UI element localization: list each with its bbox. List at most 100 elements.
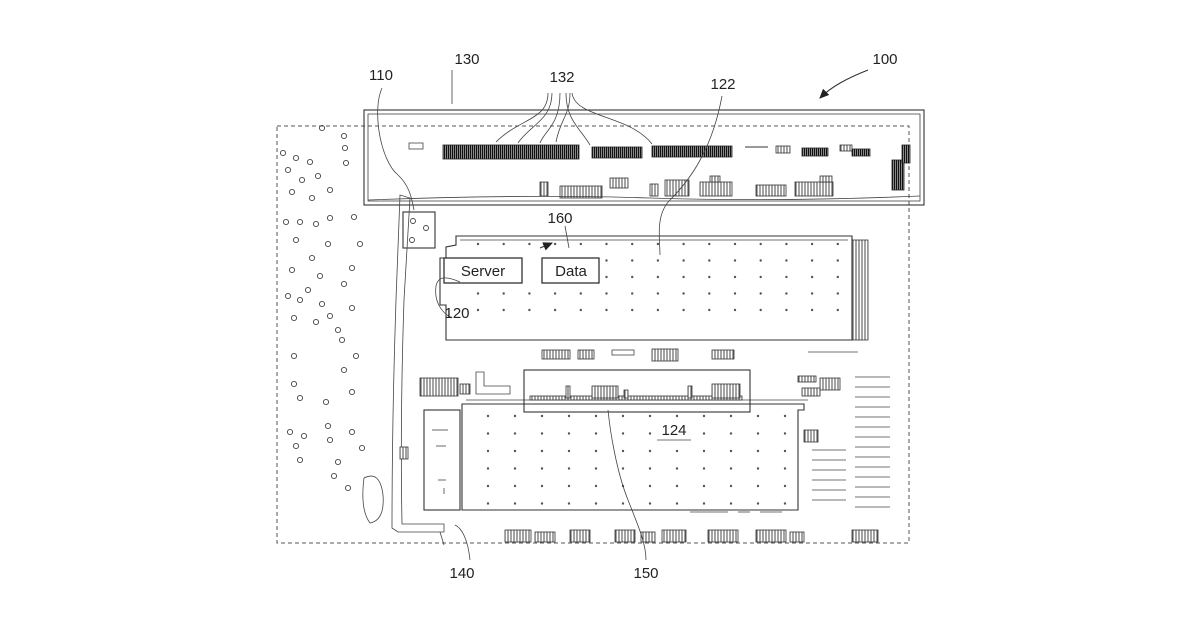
tree-symbol [349,305,354,310]
column-dot [682,243,684,245]
tree-symbol [289,267,294,272]
tree-symbol [342,145,347,150]
column-dot [657,259,659,261]
column-dot [477,309,479,311]
column-dot [541,432,543,434]
column-dot [703,432,705,434]
tree-symbol [293,237,298,242]
column-dot [760,243,762,245]
column-dot [595,450,597,452]
tree-symbol [305,287,310,292]
column-dot [541,485,543,487]
column-dot [605,259,607,261]
column-dot [682,292,684,294]
column-dot [514,467,516,469]
column-dot [657,276,659,278]
column-dot [785,292,787,294]
column-dot [487,467,489,469]
tree-symbol [335,459,340,464]
column-dot [757,450,759,452]
column-dot [730,415,732,417]
column-dot [682,276,684,278]
tree-symbol [323,399,328,404]
tree-symbol [283,219,288,224]
column-dot [734,259,736,261]
column-dot [708,243,710,245]
column-dot [580,292,582,294]
column-dot [541,415,543,417]
column-dot [514,450,516,452]
column-dot [514,502,516,504]
tree-symbol [325,241,330,246]
column-dot [734,243,736,245]
column-dot [503,309,505,311]
column-dot [760,259,762,261]
column-dot [676,467,678,469]
column-dot [730,485,732,487]
tree-symbol [299,177,304,182]
column-dot [568,467,570,469]
tree-symbol [297,297,302,302]
tree-symbol [325,423,330,428]
column-dot [730,450,732,452]
ref-100: 100 [872,51,897,68]
ref-140: 140 [449,565,474,582]
tree-symbol [291,381,296,386]
column-dot [568,485,570,487]
tree-symbol [359,445,364,450]
tree-symbol [327,187,332,192]
tree-symbol [341,281,346,286]
column-dot [682,259,684,261]
column-dot [605,292,607,294]
column-dot [785,243,787,245]
column-dot [605,276,607,278]
server-box-label: Server [461,263,505,280]
column-dot [528,292,530,294]
tree-symbol [319,301,324,306]
tree-symbol [349,265,354,270]
tree-symbol [327,313,332,318]
column-dot [622,502,624,504]
column-dot [514,432,516,434]
column-dot [784,467,786,469]
column-dot [708,259,710,261]
tree-symbol [313,221,318,226]
column-dot [811,259,813,261]
tree-symbol [331,473,336,478]
column-dot [757,432,759,434]
column-dot [708,309,710,311]
column-dot [811,243,813,245]
column-dot [757,502,759,504]
column-dot [541,467,543,469]
column-dot [541,450,543,452]
column-dot [657,309,659,311]
column-dot [734,309,736,311]
column-dot [703,502,705,504]
column-dot [784,415,786,417]
tree-symbol [301,433,306,438]
column-dot [730,502,732,504]
column-dot [811,292,813,294]
column-dot [676,450,678,452]
tree-symbol [297,395,302,400]
column-dot [703,467,705,469]
column-dot [785,309,787,311]
tree-symbol [351,214,356,219]
tree-symbol [357,241,362,246]
column-dot [811,276,813,278]
column-dot [784,432,786,434]
tree-symbol [327,215,332,220]
column-dot [487,485,489,487]
column-dot [605,309,607,311]
bottom-structures [440,512,878,545]
column-dot [734,276,736,278]
column-dot [785,259,787,261]
tree-symbol [287,429,292,434]
tree-symbol [335,327,340,332]
column-dot [676,485,678,487]
tree-symbol [297,219,302,224]
column-dot [487,432,489,434]
west-road [392,195,444,532]
column-dot [595,485,597,487]
column-dot [757,415,759,417]
